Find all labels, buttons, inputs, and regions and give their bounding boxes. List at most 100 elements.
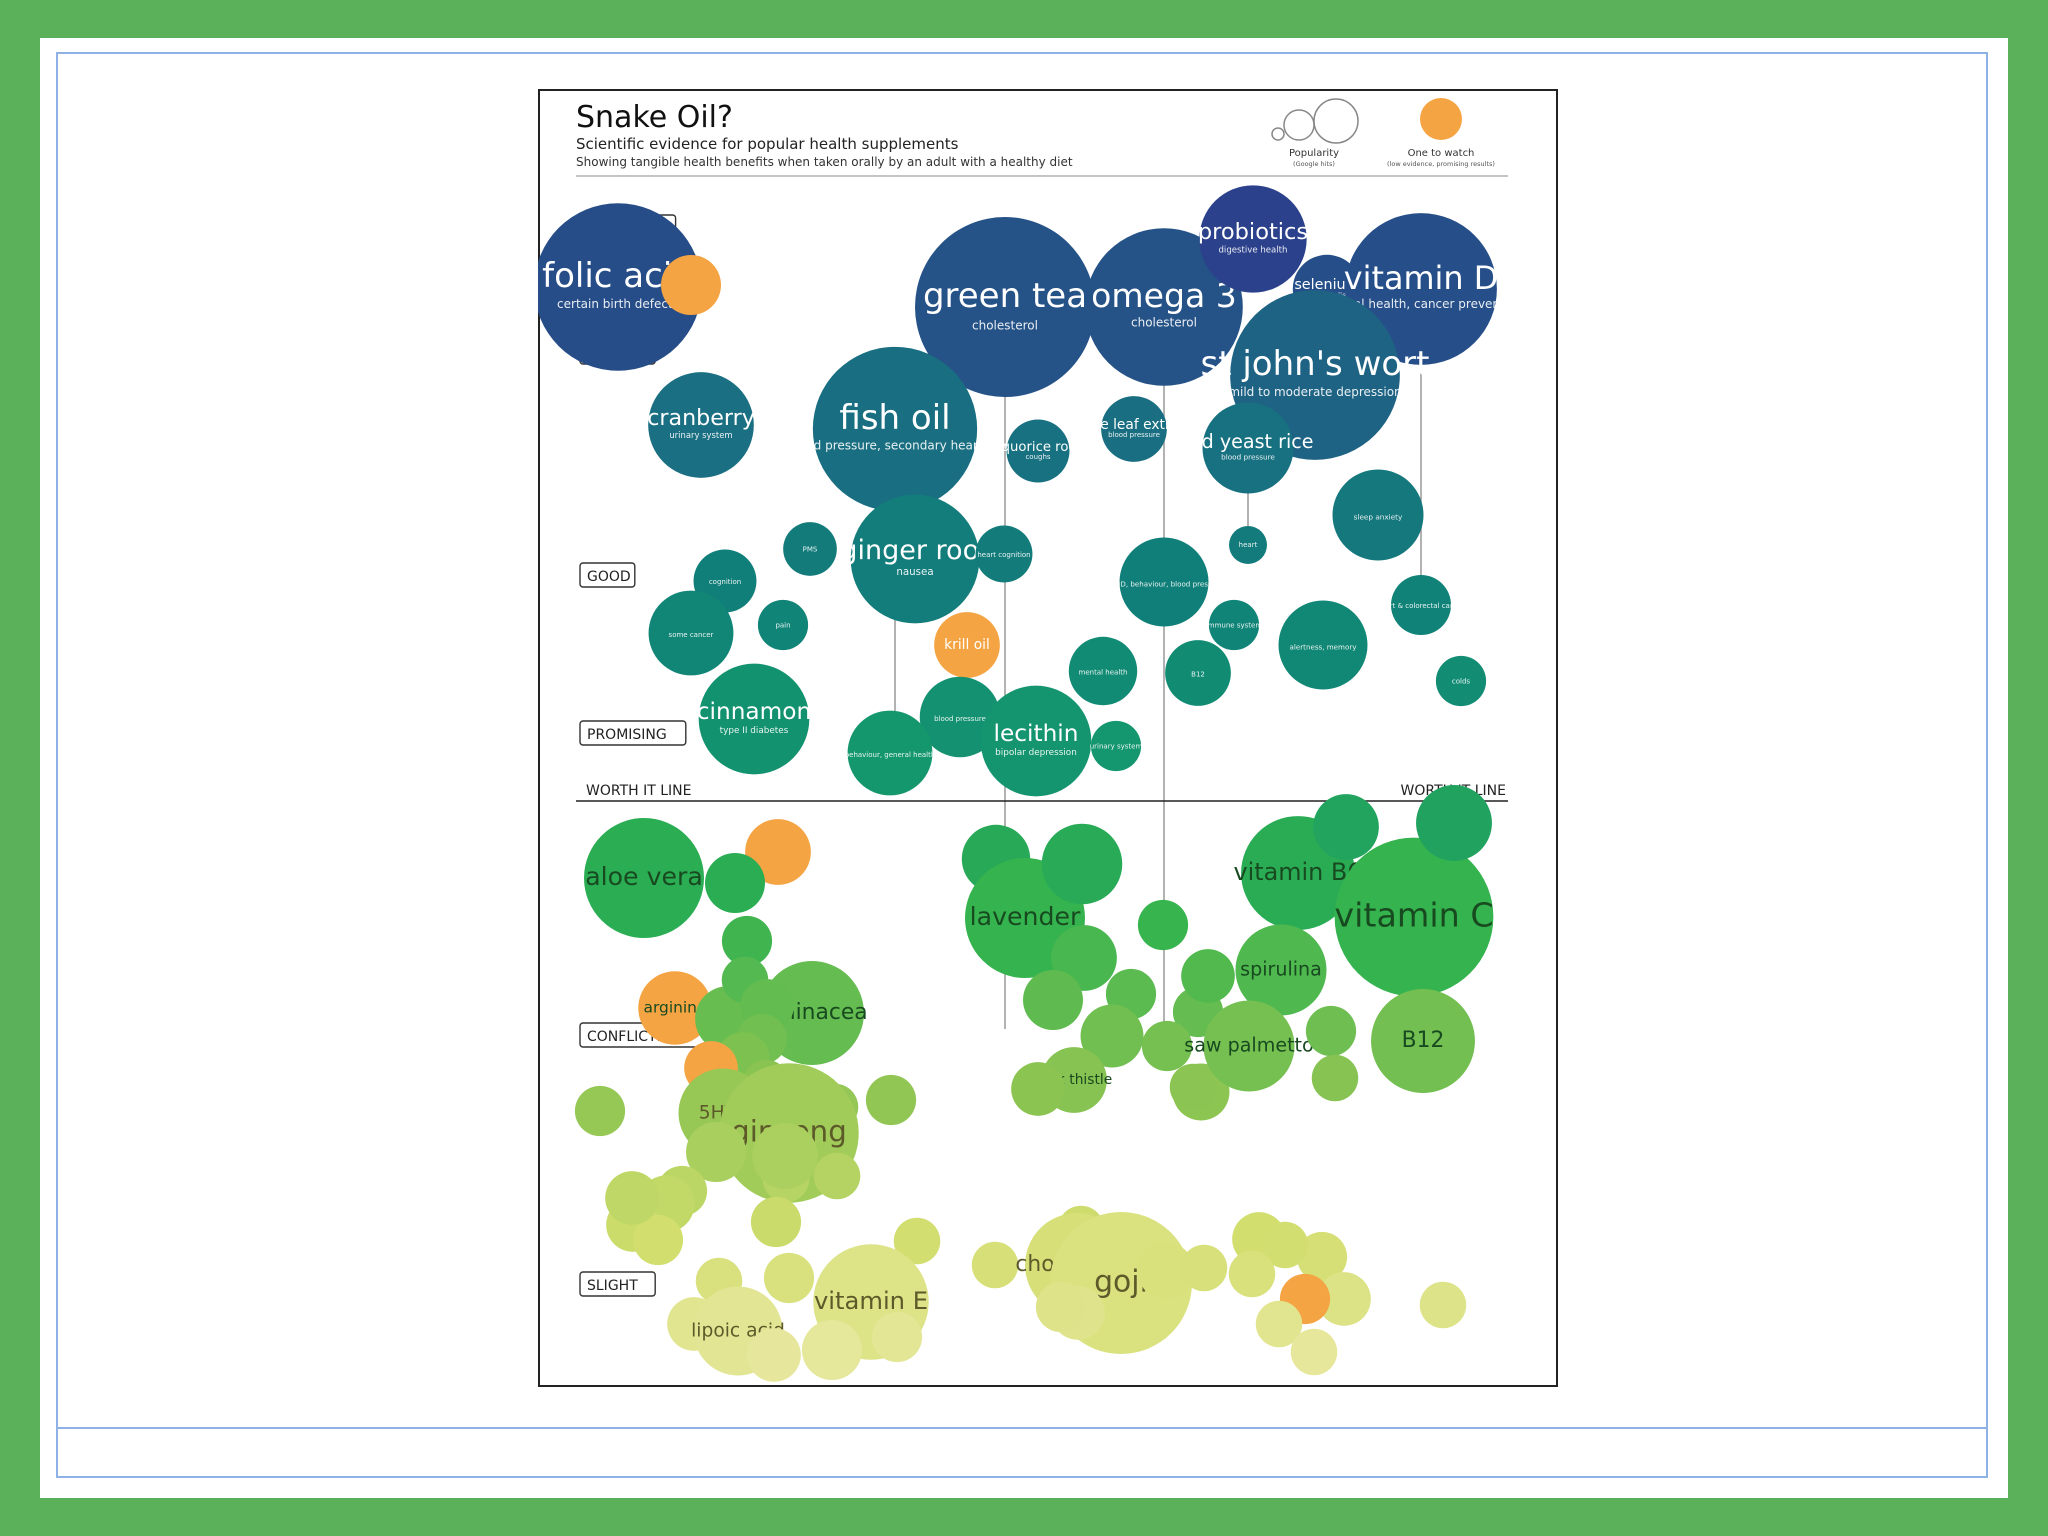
bubble-circle bbox=[1419, 1281, 1467, 1329]
bubble-circle bbox=[648, 590, 734, 676]
bubble-circle bbox=[975, 525, 1033, 583]
bubble-75 bbox=[865, 1074, 917, 1126]
bubble-96 bbox=[1296, 1231, 1348, 1283]
bubble-circle bbox=[1006, 419, 1070, 483]
bubble-circle bbox=[1035, 1281, 1087, 1333]
bubble-circle bbox=[934, 612, 1000, 678]
bubble-17: heart bbox=[1229, 526, 1267, 564]
bubble-circle bbox=[605, 1171, 659, 1225]
bubble-25: heart & colorectal cancer bbox=[1377, 575, 1466, 635]
worth-it-label-left: WORTH IT LINE bbox=[586, 783, 691, 799]
bubble-sublabel: general health, cancer prevention bbox=[1319, 297, 1523, 311]
bubble-circle bbox=[1416, 785, 1492, 861]
bubble-circle bbox=[1085, 228, 1243, 386]
bubble-circle bbox=[783, 522, 837, 576]
bubble-39 bbox=[1041, 823, 1123, 905]
bottom-rule bbox=[56, 1427, 1988, 1429]
bubble-sublabel: alertness, memory bbox=[1290, 642, 1357, 651]
bubble-112 bbox=[871, 1311, 923, 1363]
inner-rule bbox=[56, 52, 1988, 1478]
bubble-saw-palmetto: saw palmetto bbox=[1184, 1000, 1314, 1092]
bubble-sublabel: cholesterol bbox=[972, 319, 1038, 333]
bubble-label: fish oil bbox=[839, 398, 950, 438]
bubble-circle bbox=[1119, 537, 1209, 627]
bubble-label: aloe vera bbox=[585, 862, 703, 891]
bubble-sublabel: blood pressure bbox=[1108, 431, 1160, 439]
bubble-circle bbox=[847, 710, 933, 796]
bubble-26: mental health bbox=[1068, 636, 1138, 706]
bubble-circle bbox=[745, 819, 811, 885]
bubble-sublabel: heart cognition bbox=[977, 551, 1030, 559]
bubble-circle bbox=[757, 599, 809, 651]
bubble-label: st john's wort bbox=[1201, 344, 1430, 384]
bubble-sublabel: blood pressure bbox=[1221, 452, 1275, 461]
bubble-104 bbox=[763, 1252, 815, 1304]
bubble-circle bbox=[1137, 899, 1189, 951]
bubble-label: green tea bbox=[923, 276, 1087, 316]
bubble-circle bbox=[1290, 1328, 1338, 1376]
bubble-sublabel: heart & colorectal cancer bbox=[1377, 602, 1466, 610]
bubble-44 bbox=[1416, 785, 1492, 861]
bubble-40 bbox=[1137, 899, 1189, 951]
bubble-31: behaviour, general health bbox=[845, 710, 935, 796]
bubble-label: lecithin bbox=[994, 720, 1079, 747]
bubble-88 bbox=[971, 1241, 1019, 1289]
bubble-73 bbox=[574, 1085, 626, 1137]
bubble-circle bbox=[1391, 575, 1451, 635]
bubble-99 bbox=[1317, 1272, 1371, 1326]
bubble-102 bbox=[1419, 1281, 1467, 1329]
bubble-23: immune system bbox=[1206, 599, 1262, 651]
legend-popularity-large-icon bbox=[1313, 98, 1359, 144]
bubble-sublabel: ADHD, behaviour, blood pressure bbox=[1105, 579, 1224, 588]
bubble-20: some cancer bbox=[648, 590, 734, 676]
bubble-18: ADHD, behaviour, blood pressure bbox=[1105, 537, 1224, 627]
bubble-circle bbox=[1228, 1250, 1276, 1298]
bubble-sublabel: type II diabetes bbox=[720, 726, 789, 736]
bubble-circle bbox=[1255, 1300, 1303, 1348]
bubble-circle bbox=[686, 1122, 746, 1182]
bubble-33: urinary system bbox=[1090, 720, 1142, 772]
bubble-circle bbox=[705, 853, 765, 913]
bubble-circle bbox=[584, 818, 704, 938]
bubble-circle bbox=[1334, 837, 1494, 997]
bubble-circle bbox=[1296, 1231, 1348, 1283]
bubble-48 bbox=[1141, 1020, 1193, 1072]
chart-title: Snake Oil? bbox=[576, 100, 733, 135]
bubble-circle bbox=[1278, 600, 1368, 690]
bubble-circle bbox=[1317, 1272, 1371, 1326]
bubble-b12: B12 bbox=[1371, 989, 1475, 1093]
bubble-circle bbox=[1137, 1242, 1195, 1300]
bubble-circle bbox=[648, 372, 754, 478]
chart: Snake Oil? Scientific evidence for popul… bbox=[538, 89, 1558, 1387]
bubble-circle bbox=[1101, 396, 1167, 462]
bubble-6 bbox=[661, 255, 721, 315]
bubble-label: vitamin B6 bbox=[1233, 858, 1362, 886]
bubble-label: vitamin E bbox=[814, 1287, 928, 1315]
bubble-circle bbox=[813, 1152, 861, 1200]
bubble-label: omega 3 bbox=[1091, 276, 1237, 315]
bubble-label: B12 bbox=[1402, 1028, 1445, 1053]
bubble-circle bbox=[752, 1123, 818, 1189]
bubble-circle bbox=[721, 915, 773, 967]
bubble-sublabel: certain birth defects bbox=[557, 297, 679, 311]
bubble-27: B12 bbox=[1165, 640, 1231, 706]
bubble-circle bbox=[1435, 655, 1487, 707]
bubble-label: vitamin C bbox=[1334, 896, 1493, 935]
bubble-circle bbox=[1261, 1221, 1309, 1269]
bubble-49 bbox=[1181, 949, 1235, 1003]
bubble-label: saw palmetto bbox=[1184, 1033, 1313, 1056]
legend-popularity-sub: (Google hits) bbox=[1293, 160, 1335, 168]
bubble-sublabel: coughs bbox=[1025, 453, 1050, 461]
legend-watch-sub: (low evidence, promising results) bbox=[1387, 160, 1495, 168]
bubble-58 bbox=[721, 915, 773, 967]
bubble-circle bbox=[638, 971, 712, 1045]
bubble-85 bbox=[605, 1171, 659, 1225]
bubble-97 bbox=[1261, 1221, 1309, 1269]
bubble-98 bbox=[1228, 1250, 1276, 1298]
bubble-sublabel: mild to moderate depression bbox=[1228, 385, 1401, 399]
bubble-86 bbox=[750, 1196, 802, 1248]
bubble-circle bbox=[1041, 823, 1123, 905]
